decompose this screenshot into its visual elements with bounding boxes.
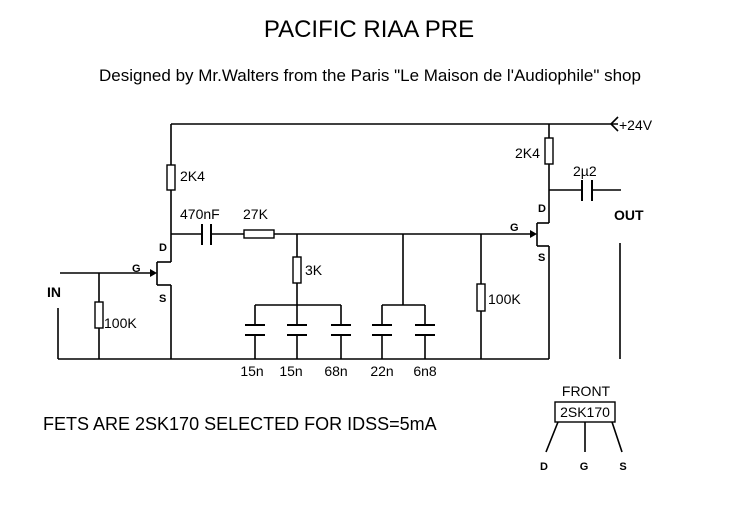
jfet-q2: G D S [510,203,550,359]
supply-label: +24V [619,117,653,133]
q1-drain-pin: D [159,242,167,254]
q1-gate-pin: G [132,263,141,275]
capacitor-c2: 15n [279,324,307,379]
r-gate-q1-label: 100K [104,315,137,331]
c-output-label: 2µ2 [573,163,597,179]
q1-source-pin: S [159,293,166,305]
pinout-heading: FRONT [562,383,611,399]
input-label: IN [47,284,61,300]
capacitor-c1: 15n [240,324,265,379]
input-node: IN [47,284,171,360]
page-title: PACIFIC RIAA PRE [264,16,474,43]
q2-drain-pin: D [538,203,546,215]
page-subtitle: Designed by Mr.Walters from the Paris "L… [99,66,641,85]
resistor-r-eq: 3K [292,234,323,305]
q2-gate-pin: G [510,222,519,234]
eq-network-right [381,234,426,325]
capacitor-c-output: 2µ2 [549,163,621,201]
q2-source-pin: S [538,252,545,264]
pinout-gate-label: G [580,461,589,473]
resistor-r-drain-q2: 2K4 [515,124,554,223]
r-series-label: 27K [243,206,269,222]
resistor-r-gate-q1: 100K [94,273,137,359]
resistor-r-series: 27K [243,206,535,239]
jfet-q1: G D S [60,242,172,359]
capacitor-c4: 22n [370,324,394,379]
r-eq-label: 3K [305,262,323,278]
pinout-source-label: S [619,461,626,473]
pinout-part-label: 2SK170 [560,404,610,420]
capacitor-c-coupling: 470nF [171,206,244,245]
c5-label: 6n8 [413,363,437,379]
output-label: OUT [614,207,644,223]
eq-network-left [254,304,342,325]
resistor-r-gate-q2: 100K [476,234,521,359]
r-drain-q1-label: 2K4 [180,168,205,184]
c4-label: 22n [370,363,393,379]
c3-label: 68n [324,363,347,379]
pinout-drain-label: D [540,461,548,473]
output-node: OUT [614,207,644,359]
fet-selection-note: FETS ARE 2SK170 SELECTED FOR IDSS=5mA [43,414,437,434]
r-gate-q2-label: 100K [488,291,521,307]
capacitor-c3: 68n [324,324,351,379]
c-coupling-label: 470nF [180,206,220,222]
resistor-r-drain-q1: 2K4 [166,124,205,262]
capacitor-c5: 6n8 [413,324,437,379]
r-drain-q2-label: 2K4 [515,145,540,161]
c1-label: 15n [240,363,263,379]
supply-rail: +24V [171,116,653,133]
pinout-diagram: FRONT 2SK170 D G S [540,383,627,473]
c2-label: 15n [279,363,302,379]
